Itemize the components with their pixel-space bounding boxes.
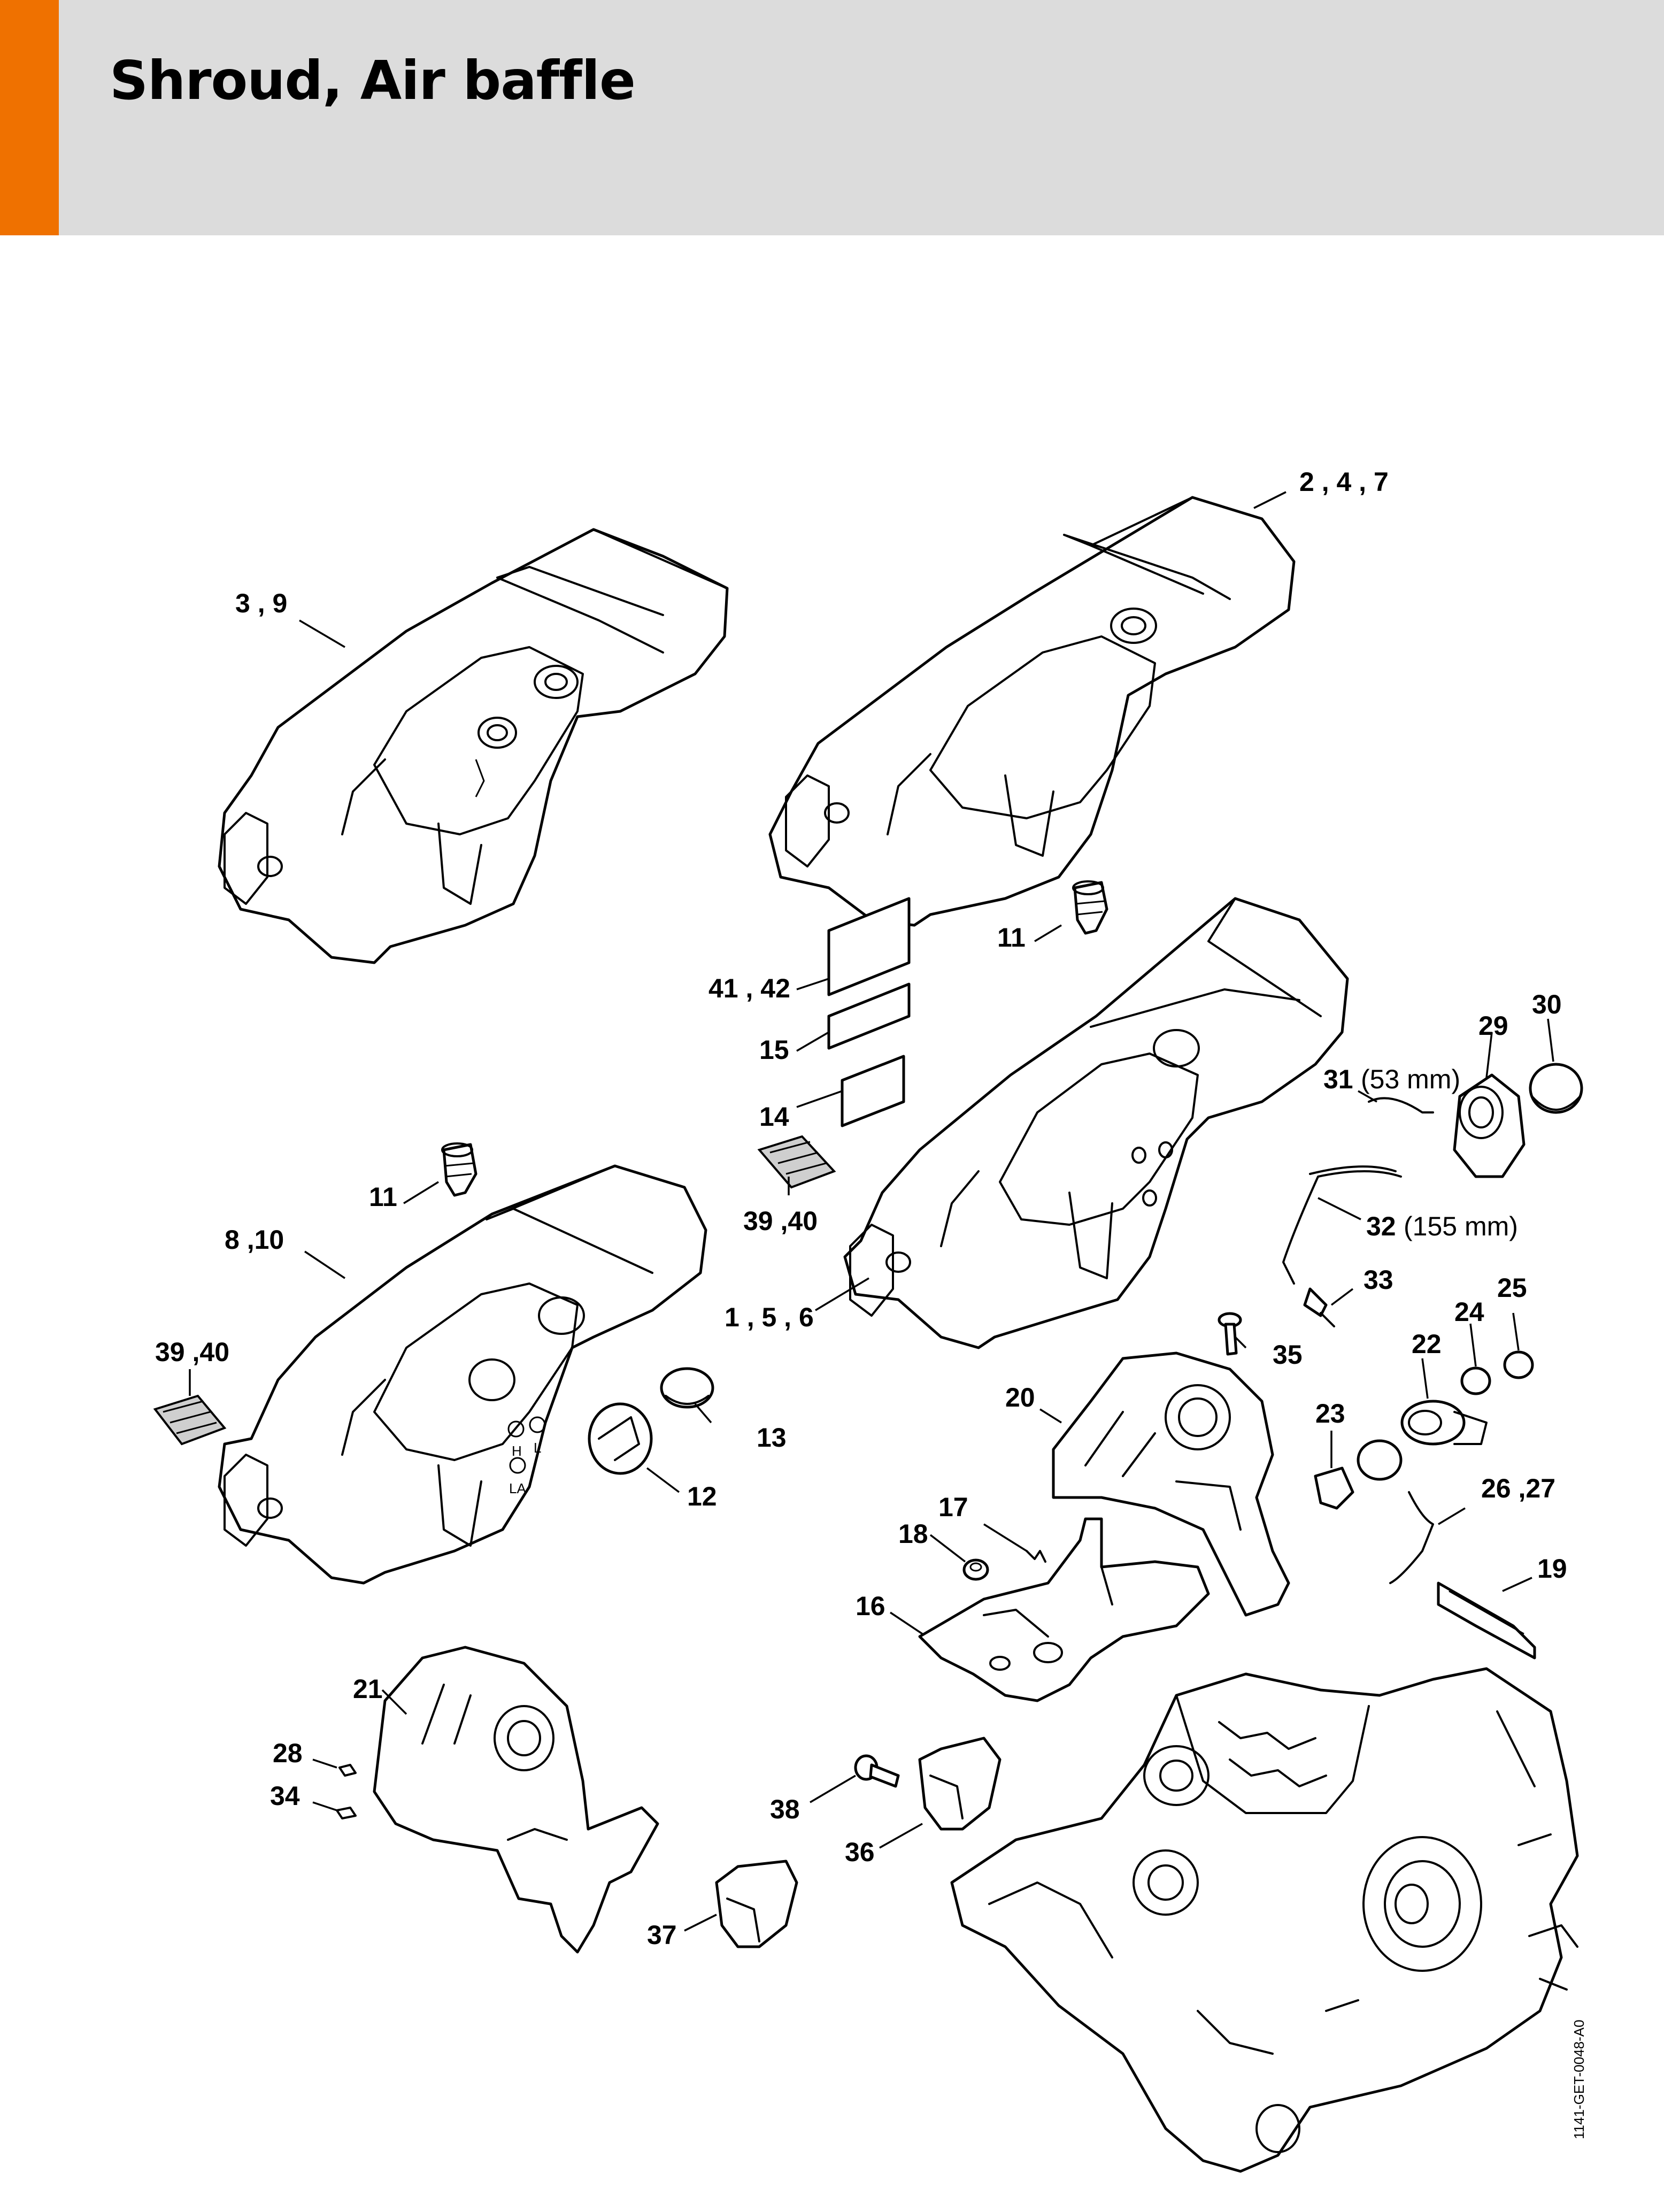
cap-30 [1529, 1063, 1583, 1114]
callout-26-27: 26 ,27 [1481, 1473, 1555, 1503]
shroud-8-10: H L LA [218, 1164, 707, 1585]
air-baffle-20 [1052, 1351, 1290, 1617]
document-reference: 1141-GET-0048-A0 [1571, 2019, 1587, 2139]
part-12-cover [588, 1402, 653, 1475]
baffle-16 [918, 1517, 1210, 1702]
callout-33: 33 [1363, 1265, 1393, 1295]
callout-23: 23 [1315, 1399, 1345, 1428]
hose-31 [1368, 1097, 1434, 1113]
callout-37: 37 [647, 1920, 677, 1950]
callout-31: 31 [1323, 1064, 1353, 1094]
part-13-cap [660, 1367, 714, 1409]
callout-17: 17 [938, 1492, 968, 1522]
page-title: Shroud, Air baffle [110, 49, 636, 112]
callout-31-dimension: (53 mm) [1361, 1064, 1460, 1094]
clip-17 [1026, 1550, 1046, 1563]
callout-35: 35 [1273, 1340, 1303, 1370]
plate-19 [1437, 1581, 1536, 1660]
shroud-3-9 [218, 528, 729, 964]
callout-32: 32 [1366, 1211, 1396, 1241]
screw-35 [1218, 1312, 1242, 1356]
callout-19: 19 [1537, 1554, 1567, 1584]
clip-28 [338, 1764, 357, 1777]
callout-28: 28 [273, 1738, 303, 1768]
leader-lines [189, 491, 1554, 1932]
hose-32 [1282, 1170, 1402, 1285]
callout-8-10: 8 ,10 [225, 1225, 284, 1255]
hose-fitting-29 [1453, 1073, 1526, 1178]
callout-2-4-7: 2 , 4 , 7 [1299, 467, 1389, 497]
oring-26-27 [1357, 1439, 1403, 1481]
label-plate-14 [841, 1055, 905, 1127]
cable-26-27 [1389, 1491, 1434, 1584]
callout-34: 34 [270, 1781, 300, 1811]
label-plates [827, 897, 911, 1127]
callout-29: 29 [1478, 1011, 1508, 1041]
engine-crankcase [950, 1667, 1579, 2173]
ring-24 [1460, 1366, 1491, 1395]
callout-18: 18 [898, 1519, 928, 1549]
shroud-mark-l: L [534, 1440, 541, 1456]
part-11-plug-upper [1072, 880, 1108, 935]
shroud-2-4-7 [768, 496, 1296, 927]
ring-25 [1503, 1350, 1534, 1379]
callout-3-9: 3 , 9 [235, 588, 287, 618]
callout-16: 16 [856, 1591, 885, 1621]
connector-33 [1303, 1287, 1335, 1327]
part-11-plug-lower [441, 1142, 477, 1197]
callout-39-40-left: 39 ,40 [155, 1337, 229, 1367]
accent-bar [0, 0, 59, 235]
callout-11-upper: 11 [997, 923, 1026, 953]
support-37 [715, 1860, 798, 1948]
callout-15: 15 [759, 1035, 789, 1065]
support-36 [918, 1737, 1002, 1831]
callout-30: 30 [1532, 989, 1562, 1019]
callout-39-40-right: 39 ,40 [743, 1206, 818, 1236]
shroud-mark-h: H [512, 1443, 522, 1459]
label-plate-15 [827, 982, 911, 1050]
callout-12: 12 [687, 1481, 717, 1511]
callout-14: 14 [759, 1102, 789, 1132]
callout-13: 13 [757, 1423, 787, 1453]
clip-34 [336, 1807, 357, 1819]
callout-11-lower: 11 [369, 1182, 397, 1212]
screw-38 [854, 1754, 900, 1788]
callout-24: 24 [1454, 1297, 1484, 1327]
header-band [0, 0, 1664, 235]
callout-41-42: 41 , 42 [708, 973, 790, 1003]
callout-20: 20 [1005, 1382, 1035, 1412]
filter-pad-39-40-right [757, 1135, 836, 1189]
label-plate-41-42 [827, 897, 911, 996]
callout-labels: 2 , 4 , 7 3 , 9 11 41 , 42 15 14 31 (53 … [155, 467, 1567, 1950]
grommet-18 [962, 1558, 989, 1581]
hose-32-inner [1309, 1165, 1397, 1175]
air-baffle-21 [373, 1646, 659, 1954]
valve-23 [1314, 1466, 1354, 1510]
callout-38: 38 [770, 1794, 800, 1824]
shroud-1-5-6 [843, 897, 1349, 1349]
filter-pad-39-40-left [153, 1394, 227, 1446]
shroud-mark-la: LA [509, 1480, 526, 1496]
fitting-22 [1400, 1400, 1488, 1446]
callout-1-5-6: 1 , 5 , 6 [725, 1302, 814, 1332]
callout-32-dimension: (155 mm) [1404, 1211, 1518, 1241]
callout-36: 36 [845, 1837, 875, 1867]
callout-22: 22 [1412, 1329, 1442, 1359]
callout-25: 25 [1497, 1273, 1527, 1303]
callout-21: 21 [353, 1674, 383, 1704]
